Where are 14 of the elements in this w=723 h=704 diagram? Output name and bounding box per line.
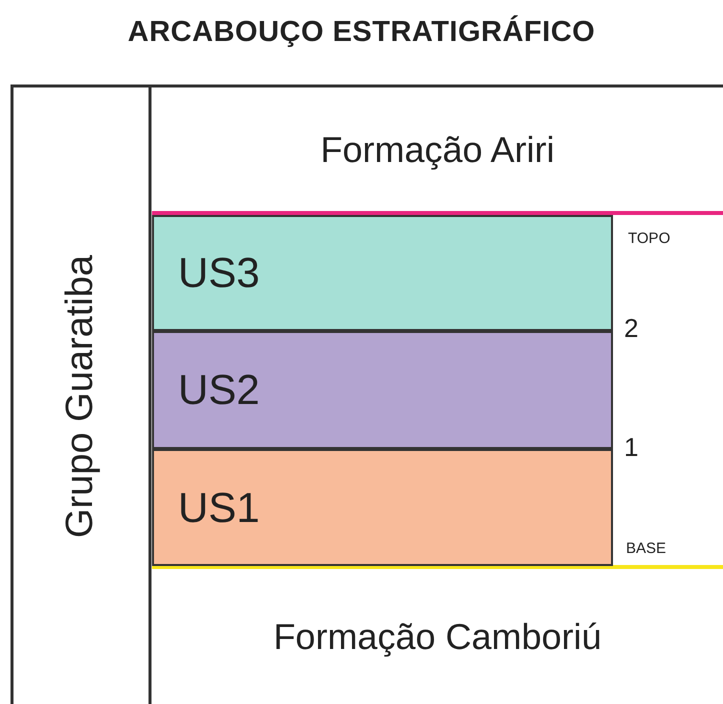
unit-label: US2 — [178, 366, 260, 414]
unit-label: US3 — [178, 249, 260, 297]
boundary-label: 2 — [624, 313, 638, 344]
group-label: Grupo Guaratiba — [60, 254, 102, 538]
unit-box — [152, 449, 613, 566]
unit-box — [152, 215, 613, 331]
unit-box — [152, 331, 613, 449]
boundary-label: TOPO — [628, 230, 670, 247]
formation-label: Formação Camboriú — [273, 616, 602, 658]
unit-label: US1 — [178, 484, 260, 532]
diagram-title: ARCABOUÇO ESTRATIGRÁFICO — [126, 16, 596, 49]
boundary-label: BASE — [626, 540, 666, 557]
formation-label: Formação Ariri — [320, 128, 555, 170]
boundary-label: 1 — [624, 432, 638, 463]
